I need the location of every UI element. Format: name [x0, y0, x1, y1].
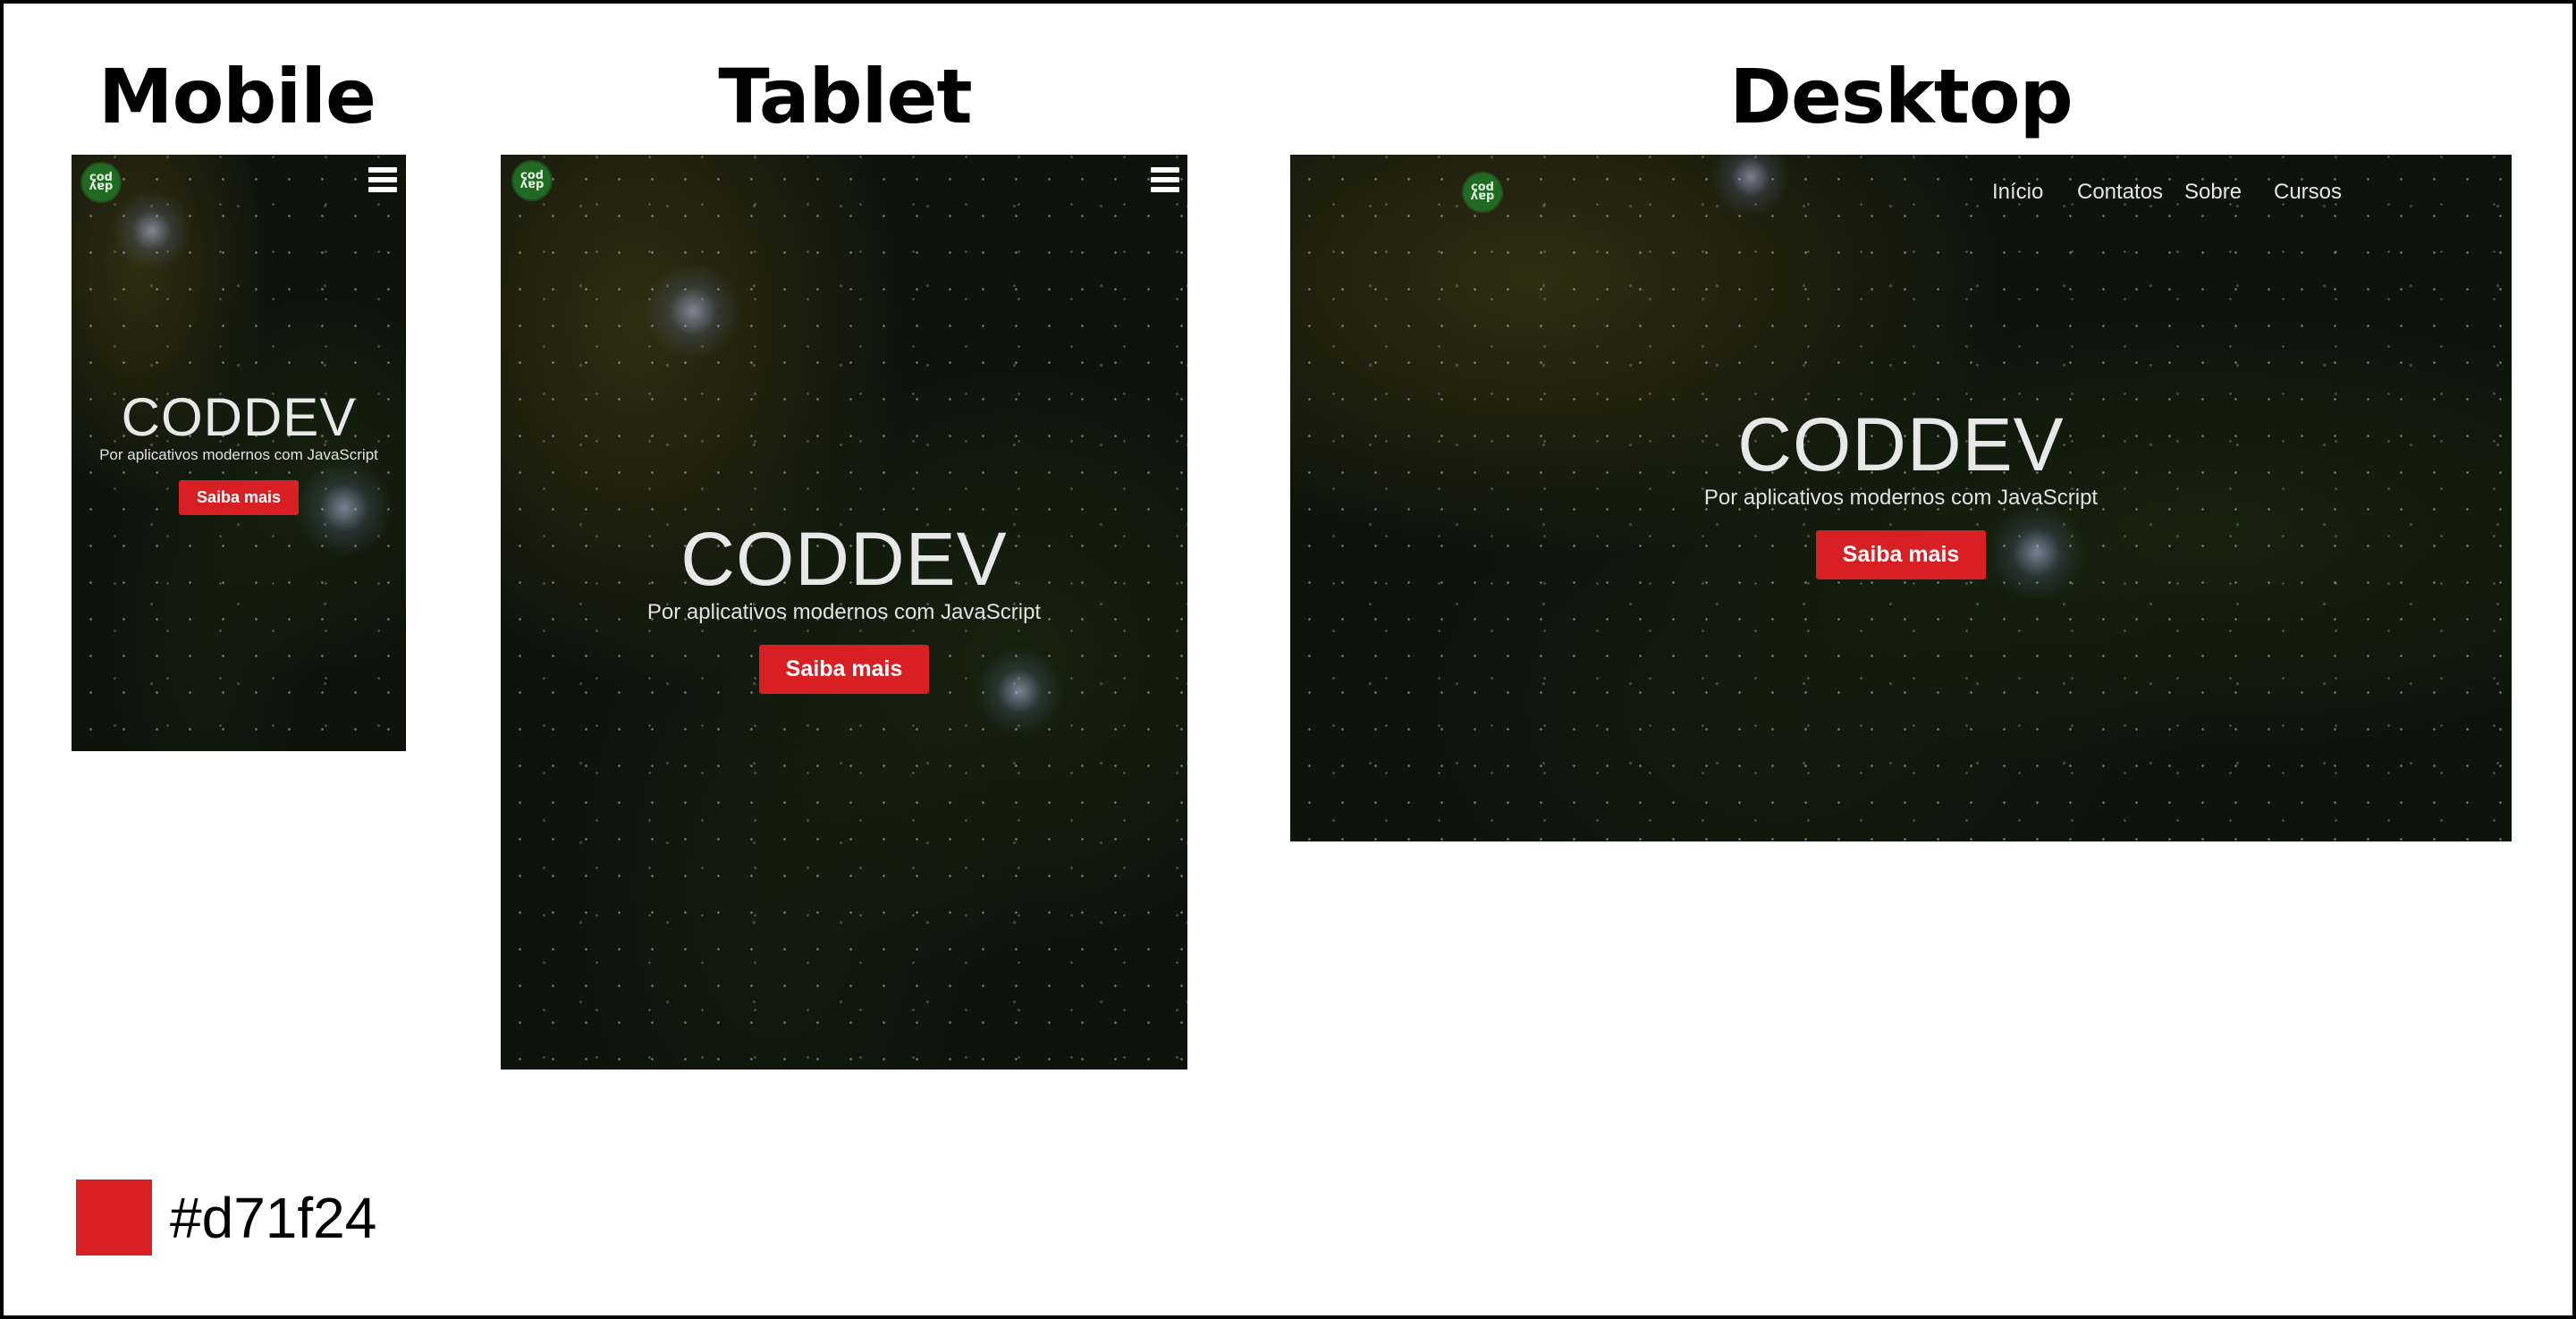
accent-color-swatch — [76, 1179, 152, 1256]
saiba-mais-button[interactable]: Saiba mais — [1815, 530, 1987, 579]
hero-subtitle: Por aplicativos modernos com JavaScript — [646, 600, 1042, 624]
menu-bar — [368, 187, 397, 192]
hero-section: CODDEV Por aplicativos modernos com Java… — [1290, 407, 2512, 579]
heading-tablet: Tablet — [718, 53, 972, 140]
logo-text-bottom: ʎɐp — [1470, 190, 1495, 203]
nav-link-contatos[interactable]: Contatos — [2077, 180, 2164, 204]
accent-color-label: #d71f24 — [170, 1186, 377, 1250]
hero-subtitle: Por aplicativos modernos com JavaScript — [1703, 486, 2099, 510]
mobile-preview: cod ʎɐp CODDEV Por aplicativos modernos … — [72, 155, 406, 751]
hero-title: CODDEV — [1737, 402, 2065, 486]
hero-section: CODDEV Por aplicativos modernos com Java… — [72, 391, 406, 515]
menu-bar — [1151, 187, 1179, 192]
logo-text-top: cod — [89, 170, 113, 184]
starfield-background — [501, 155, 1187, 1070]
starfield-background — [1290, 155, 2512, 841]
tablet-preview: cod ʎɐp CODDEV Por aplicativos modernos … — [501, 155, 1187, 1070]
heading-mobile: Mobile — [98, 53, 376, 140]
logo-text-bottom: ʎɐp — [89, 180, 114, 193]
menu-bar — [368, 177, 397, 182]
logo-text-bottom: ʎɐp — [519, 178, 545, 191]
logo-text-top: cod — [1471, 180, 1494, 194]
hero-title: CODDEV — [121, 387, 357, 447]
nav-link-inicio[interactable]: Início — [1992, 180, 2044, 204]
menu-bar — [1151, 177, 1179, 182]
coddev-logo-icon[interactable]: cod ʎɐp — [513, 162, 551, 199]
menu-bar — [368, 167, 397, 173]
star-glow — [1988, 503, 2086, 602]
coddev-logo-icon[interactable]: cod ʎɐp — [1464, 173, 1501, 211]
heading-desktop: Desktop — [1729, 53, 2073, 140]
star-glow — [975, 647, 1064, 736]
star-glow — [644, 262, 742, 360]
hero-subtitle: Por aplicativos modernos com JavaScript — [99, 446, 378, 463]
hero-title: CODDEV — [680, 517, 1008, 601]
nav-link-cursos[interactable]: Cursos — [2274, 180, 2343, 204]
desktop-preview: cod ʎɐp Início Contatos Sobre Cursos COD… — [1290, 155, 2512, 841]
hero-section: CODDEV Por aplicativos modernos com Java… — [501, 521, 1187, 694]
hamburger-menu-icon[interactable] — [368, 167, 397, 192]
saiba-mais-button[interactable]: Saiba mais — [178, 480, 300, 515]
star-glow — [295, 459, 393, 557]
menu-bar — [1151, 167, 1179, 173]
saiba-mais-button[interactable]: Saiba mais — [758, 645, 930, 694]
star-glow — [112, 190, 192, 271]
star-glow — [1710, 155, 1791, 217]
nav-link-sobre[interactable]: Sobre — [2184, 180, 2242, 204]
coddev-logo-icon[interactable]: cod ʎɐp — [82, 164, 120, 201]
logo-text-top: cod — [520, 168, 544, 182]
hamburger-menu-icon[interactable] — [1151, 167, 1179, 192]
